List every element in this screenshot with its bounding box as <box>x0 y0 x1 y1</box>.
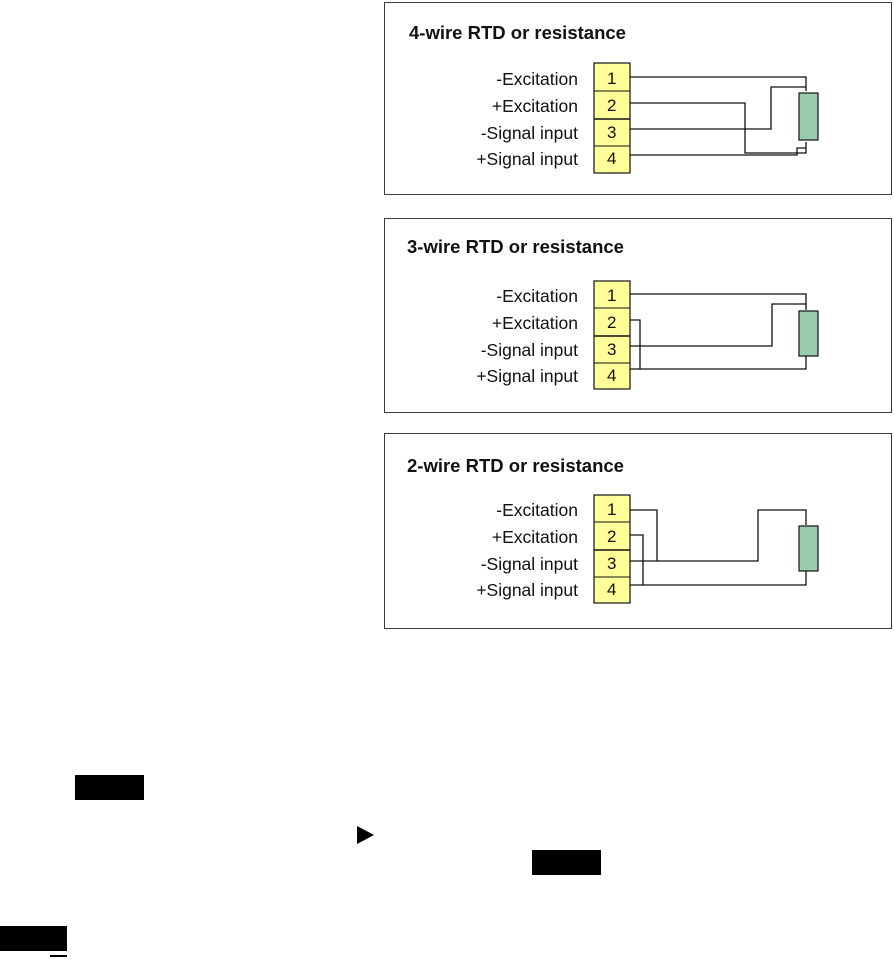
terminal-number-1: 1 <box>607 286 616 305</box>
resistor <box>798 310 819 357</box>
terminal-label-1: -Excitation <box>496 286 578 306</box>
underline-mark <box>50 955 67 957</box>
terminal-number-4: 4 <box>607 149 616 168</box>
terminal-label-2: +Excitation <box>492 96 578 116</box>
terminal-number-3: 3 <box>607 554 616 573</box>
terminal-label-3: -Signal input <box>481 123 578 143</box>
panel-3-wire: 3-wire RTD or resistance -Excitation +Ex… <box>384 218 892 413</box>
terminal-number-4: 4 <box>607 580 616 599</box>
terminal-label-4: +Signal input <box>476 366 578 386</box>
terminal-number-4: 4 <box>607 366 616 385</box>
terminal-number-3: 3 <box>607 340 616 359</box>
terminal-label-4: +Signal input <box>476 149 578 169</box>
terminal-label-1: -Excitation <box>496 69 578 89</box>
panel-title: 2-wire RTD or resistance <box>407 455 624 476</box>
terminal-number-1: 1 <box>607 69 616 88</box>
terminal-label-4: +Signal input <box>476 580 578 600</box>
terminal-number-3: 3 <box>607 123 616 142</box>
diagram-3-wire: 3-wire RTD or resistance -Excitation +Ex… <box>407 236 819 390</box>
terminal-label-1: -Excitation <box>496 500 578 520</box>
redacted-block <box>75 775 144 800</box>
play-arrow-icon <box>357 826 374 844</box>
wiring <box>630 76 807 156</box>
panel-title: 3-wire RTD or resistance <box>407 236 624 257</box>
redacted-block <box>0 926 67 951</box>
resistor <box>798 92 819 141</box>
terminal-block <box>593 62 631 174</box>
terminal-block <box>593 494 631 604</box>
diagram-2-wire: 2-wire RTD or resistance -Excitation +Ex… <box>407 455 819 604</box>
terminal-number-2: 2 <box>607 527 616 546</box>
panel-4-wire: 4-wire RTD or resistance -Excitation +Ex… <box>384 2 892 195</box>
terminal-label-2: +Excitation <box>492 527 578 547</box>
terminal-number-2: 2 <box>607 96 616 115</box>
panel-2-wire: 2-wire RTD or resistance -Excitation +Ex… <box>384 433 892 629</box>
wiring <box>630 293 807 370</box>
redacted-block <box>532 850 601 875</box>
diagram-4-wire: 4-wire RTD or resistance -Excitation +Ex… <box>409 22 819 174</box>
terminal-label-2: +Excitation <box>492 313 578 333</box>
panel-title: 4-wire RTD or resistance <box>409 22 626 43</box>
resistor <box>798 525 819 572</box>
wiring <box>630 509 807 586</box>
terminal-number-1: 1 <box>607 500 616 519</box>
terminal-block <box>593 280 631 390</box>
terminal-label-3: -Signal input <box>481 340 578 360</box>
terminal-label-3: -Signal input <box>481 554 578 574</box>
terminal-number-2: 2 <box>607 313 616 332</box>
